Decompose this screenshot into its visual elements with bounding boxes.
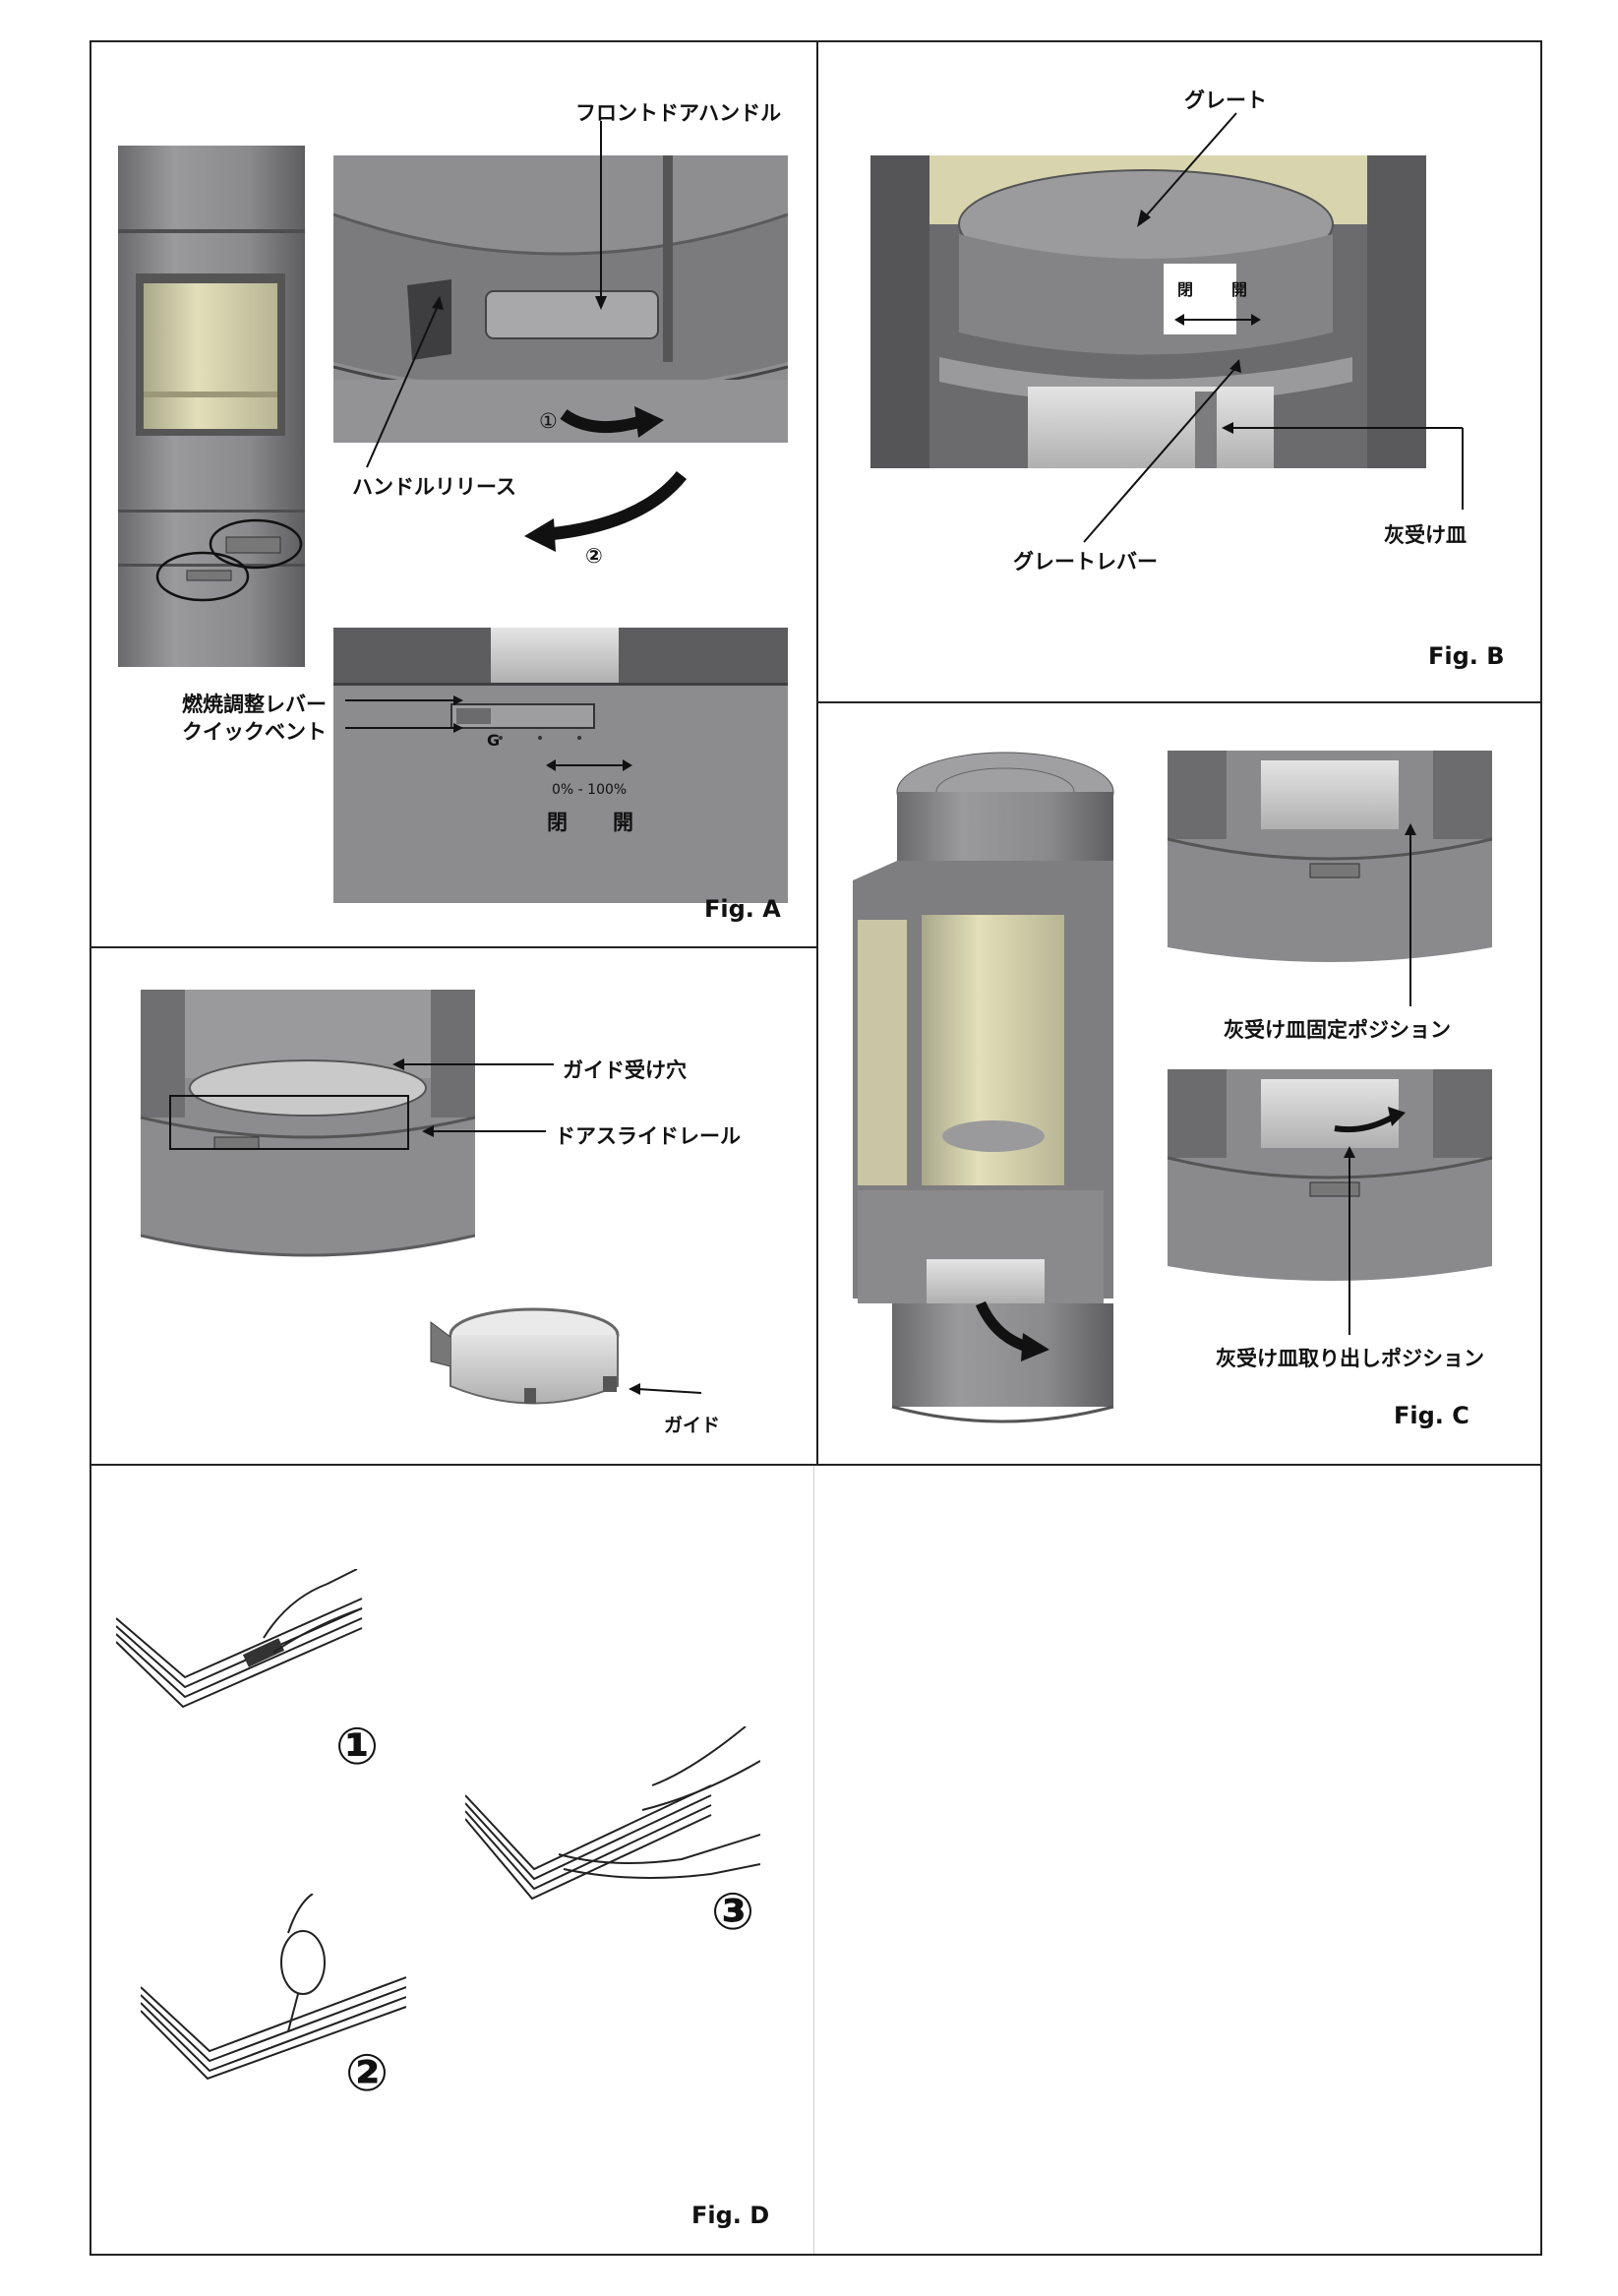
figure-b-panel: グレート 閉 開 グレートレバー 灰受け皿 Fig. B xyxy=(816,40,1542,703)
g-mark-label: G xyxy=(487,731,501,750)
figure-b-annotations xyxy=(1083,112,1464,543)
stove-ash-pan-image xyxy=(848,748,1143,1426)
figure-d-step-3: ③ xyxy=(711,1883,755,1942)
step-1-marker: ① xyxy=(539,409,558,433)
figure-d-caption: Fig. D xyxy=(691,2202,770,2229)
grate-image xyxy=(870,155,1426,468)
grate-lever-label: グレートレバー xyxy=(1013,550,1158,574)
grate-open-label: 開 xyxy=(1231,280,1248,299)
door-slide-rail-label: ドアスライドレール xyxy=(555,1124,741,1148)
guide-hole-label: ガイド受け穴 xyxy=(563,1058,687,1082)
door-slide-rail-image xyxy=(141,990,475,1275)
combustion-lever-image xyxy=(333,628,788,903)
grate-label: グレート xyxy=(1184,89,1267,112)
grate-close-label: 閉 xyxy=(1177,280,1194,299)
open-label: 開 xyxy=(613,811,633,834)
figure-c-panel: 灰受け皿固定ポジション 灰受け皿取り出しポジション Fig. C xyxy=(816,701,1542,1466)
guide-annotations xyxy=(392,1058,702,1395)
close-label: 閉 xyxy=(547,811,568,834)
figure-c-caption: Fig. C xyxy=(1394,1402,1469,1429)
guide-label: ガイド xyxy=(664,1415,721,1436)
gasket-cleaning-step1-image xyxy=(116,1569,372,1726)
figure-d-step-1: ① xyxy=(335,1718,380,1777)
quick-vent-label: クイックベント xyxy=(182,720,327,744)
figure-d-divider xyxy=(813,1466,814,2254)
figure-c-annotations xyxy=(1344,823,1416,1335)
stove-front-image xyxy=(118,146,305,667)
step-2-marker: ② xyxy=(585,544,603,568)
guide-ring-image xyxy=(426,1298,623,1425)
figure-d-step-2: ② xyxy=(345,2044,390,2103)
figure-b-caption: Fig. B xyxy=(1428,642,1505,670)
ash-pan-remove-image xyxy=(1168,1069,1492,1296)
figure-a-annotations xyxy=(345,121,688,771)
front-door-handle-label: フロントドアハンドル xyxy=(575,101,782,125)
gasket-cleaning-step3-image xyxy=(465,1726,760,1918)
figure-d-panel: ① ② ③ Fig. D xyxy=(90,1464,1542,2256)
figure-a-caption: Fig. A xyxy=(704,895,781,923)
ash-pan-label: 灰受け皿 xyxy=(1384,523,1467,547)
range-label: 0% - 100% xyxy=(552,782,628,798)
gasket-cleaning-step2-image xyxy=(141,1894,406,2081)
combustion-lever-label: 燃焼調整レバー xyxy=(182,693,327,716)
ash-pan-fixed-label: 灰受け皿固定ポジション xyxy=(1224,1018,1451,1042)
guide-panel: ガイド受け穴 ドアスライドレール ガイド xyxy=(90,946,818,1466)
handle-release-label: ハンドルリリース xyxy=(352,475,516,499)
ash-pan-remove-label: 灰受け皿取り出しポジション xyxy=(1216,1347,1484,1370)
figure-a-panel: フロントドアハンドル ハンドルリリース ① ② 燃焼調整レバー クイックベント … xyxy=(90,40,818,948)
